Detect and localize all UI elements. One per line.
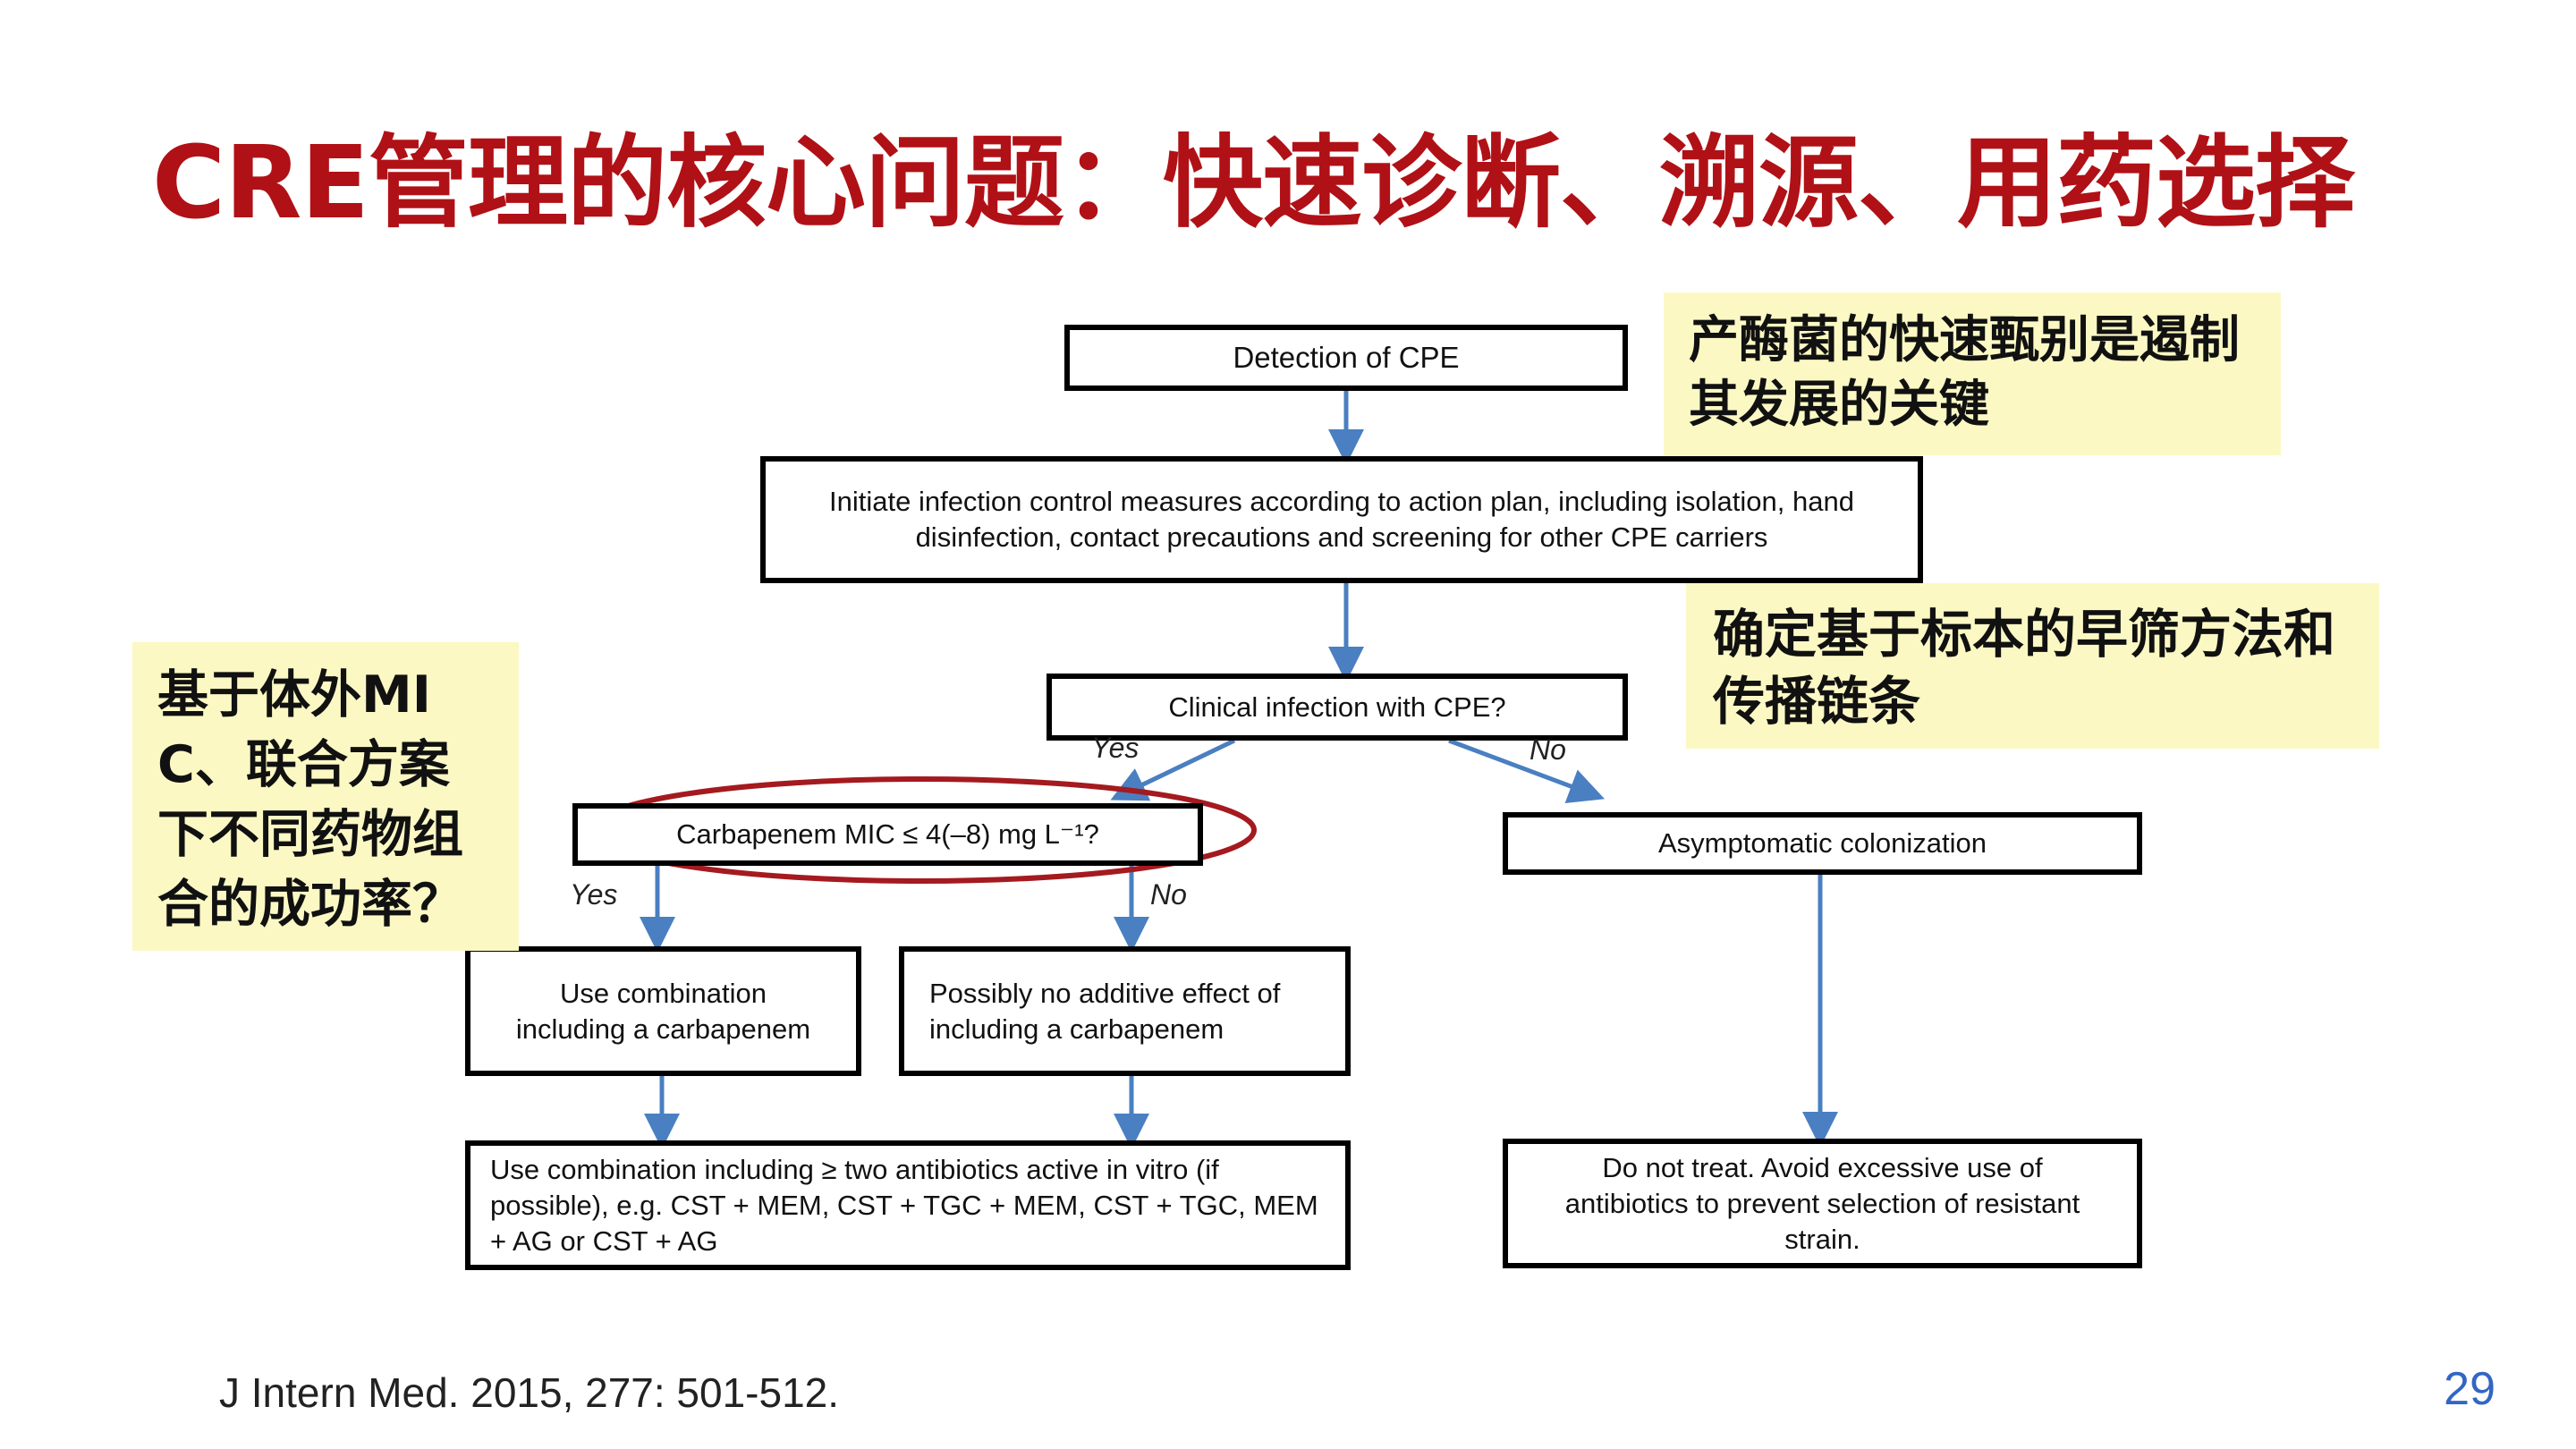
slide-title: CRE管理的核心问题：快速诊断、溯源、用药选择 (152, 125, 2355, 242)
box-use-combination-carbapenem: Use combination including a carbapenem (465, 946, 861, 1076)
box-do-not-treat: Do not treat. Avoid excessive use of ant… (1503, 1139, 2142, 1268)
label-no-mic: No (1150, 878, 1187, 911)
note-early-screening: 确定基于标本的早筛方法和传播链条 (1686, 583, 2379, 749)
note-rapid-identification: 产酶菌的快速甄别是遏制其发展的关键 (1664, 292, 2281, 455)
citation: J Intern Med. 2015, 277: 501-512. (219, 1369, 840, 1416)
box-detection: Detection of CPE (1064, 325, 1628, 391)
note-mic-combination: 基于体外MIC、联合方案下不同药物组合的成功率？ (132, 642, 519, 951)
label-yes-clinical: Yes (1091, 732, 1140, 764)
arrow-clinical-to-asymptomatic (1448, 738, 1606, 803)
label-yes-mic: Yes (570, 878, 618, 911)
box-asymptomatic: Asymptomatic colonization (1503, 812, 2142, 875)
box-clinical-infection: Clinical infection with CPE? (1046, 674, 1628, 741)
page-number: 29 (2444, 1363, 2496, 1415)
box-possibly-no-effect: Possibly no additive effect of including… (899, 946, 1351, 1076)
box-use-two-antibiotics: Use combination including ≥ two antibiot… (465, 1140, 1351, 1270)
label-no-clinical: No (1530, 733, 1566, 766)
box-carbapenem-mic: Carbapenem MIC ≤ 4(–8) mg L⁻¹? (572, 803, 1203, 866)
box-initiate-measures: Initiate infection control measures acco… (760, 456, 1923, 583)
arrow-clinical-to-mic (1110, 738, 1236, 801)
